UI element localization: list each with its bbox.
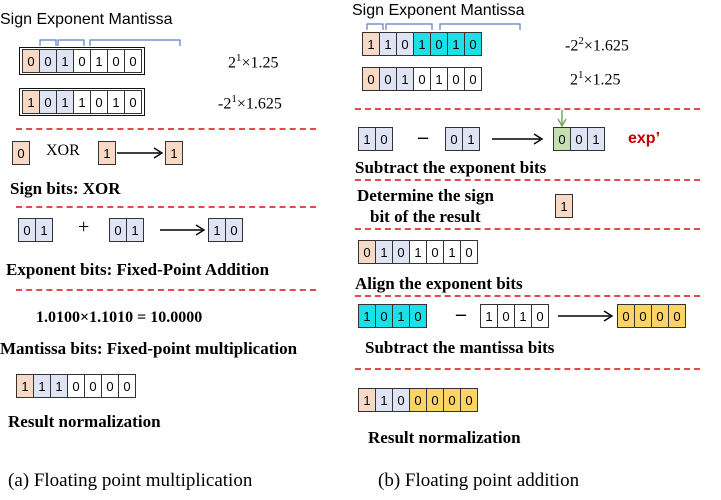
bit-cell: 0 xyxy=(634,304,652,328)
bit-cell: 0 xyxy=(460,240,478,264)
bit-cell: 0 xyxy=(124,49,142,73)
bit-cell: 0 xyxy=(124,90,142,114)
sign-bit-b: 1 xyxy=(98,141,116,165)
minus-operator: – xyxy=(456,303,466,325)
mantissa-bits-title: Mantissa bits: Fixed-point multiplicatio… xyxy=(0,339,298,358)
bit-cell: 0 xyxy=(225,218,243,242)
bit-cell: 0 xyxy=(443,388,461,412)
left-operand-b-bits: 1 0 1 1 0 1 0 xyxy=(19,88,145,116)
sign-title-line2: bit of the result xyxy=(370,207,481,226)
bit-cell: 0 xyxy=(651,304,669,328)
bit-cell: 1 xyxy=(587,127,605,151)
exponent-bits-title: Exponent bits: Fixed-Point Addition xyxy=(6,260,270,279)
left-operand-a-bits: 0 0 1 0 1 0 0 xyxy=(19,47,145,75)
bit-cell: 1 xyxy=(208,218,226,242)
bit-cell: 0 xyxy=(464,32,482,56)
mantissa-a-bits: 1 0 1 0 xyxy=(358,304,427,328)
mantissa-result-bits: 0 0 0 0 xyxy=(617,304,686,328)
bit-cell: 0 xyxy=(379,67,397,91)
exponent-bits-b: 0 1 xyxy=(109,218,144,242)
aligned-bits: 0 1 0 1 0 1 0 xyxy=(358,240,478,264)
right-operand-b-value: 21×1.25 xyxy=(570,69,621,89)
bit-cell: 0 xyxy=(39,49,57,73)
bit-cell: 0 xyxy=(460,388,478,412)
mantissa-equation: 1.0100×1.1010 = 10.0000 xyxy=(36,309,203,326)
bit-cell: 0 xyxy=(617,304,635,328)
bit-cell: 1 xyxy=(126,218,144,242)
left-operand-b-value: -21×1.625 xyxy=(218,93,282,113)
bit-cell: 0 xyxy=(375,127,393,151)
exponent-bits-a: 0 1 xyxy=(18,218,53,242)
sign-title-line1: Determine the sign xyxy=(357,186,494,205)
separator-line xyxy=(355,295,700,297)
bit-cell: 0 xyxy=(464,67,482,91)
subtract-exponent-title: Subtract the exponent bits xyxy=(355,158,547,177)
separator-line xyxy=(16,206,316,208)
xor-operator: XOR xyxy=(46,142,80,159)
separator-line xyxy=(16,289,316,291)
bit-cell: 0 xyxy=(392,388,410,412)
sign-bit-result: 1 xyxy=(165,141,183,165)
bit-cell: 0 xyxy=(668,304,686,328)
right-operand-a-value: -22×1.625 xyxy=(565,35,629,55)
separator-line xyxy=(355,179,700,181)
exp-prime-label: exp’ xyxy=(628,130,661,147)
right-result-bits: 1 1 0 0 0 0 0 xyxy=(358,388,478,412)
sign-bit-a: 0 xyxy=(12,141,30,165)
result-sign-bit: 1 xyxy=(555,194,573,218)
left-result-bits: 1 1 1 0 0 0 0 xyxy=(16,374,136,398)
caption-left: (a) Floating point multiplication xyxy=(8,470,253,491)
field-labels-left: Sign Exponent Mantissa xyxy=(0,11,173,28)
plus-operator: + xyxy=(78,216,90,238)
bit-cell: 0 xyxy=(22,49,40,73)
field-labels-right: Sign Exponent Mantissa xyxy=(352,2,525,19)
separator-line xyxy=(355,228,700,230)
separator-line xyxy=(355,368,700,370)
bit-cell: 0 xyxy=(118,374,136,398)
bit-cell: 1 xyxy=(358,388,376,412)
separator-line xyxy=(16,128,316,130)
subtract-exp-result: 0 0 1 xyxy=(553,127,605,151)
left-result-title: Result normalization xyxy=(8,412,161,431)
bit-cell: 0 xyxy=(409,388,427,412)
sign-bits-title: Sign bits: XOR xyxy=(10,179,121,198)
bit-cell: 0 xyxy=(362,67,380,91)
exponent-bits-result: 1 0 xyxy=(208,218,243,242)
bit-cell: 0 xyxy=(426,388,444,412)
caption-right: (b) Floating point addition xyxy=(378,470,580,491)
bit-cell: 0 xyxy=(531,304,549,328)
bit-cell: 1 xyxy=(462,127,480,151)
subtract-exp-b: 0 1 xyxy=(445,127,480,151)
minus-operator: – xyxy=(418,126,428,148)
bit-cell: 1 xyxy=(375,388,393,412)
right-operand-a-bits: 1 1 0 1 0 1 0 xyxy=(362,32,482,56)
mantissa-b-bits: 1 0 1 0 xyxy=(480,304,549,328)
separator-line xyxy=(355,108,700,110)
right-operand-b-bits: 0 0 1 0 1 0 0 xyxy=(362,67,482,91)
align-exponent-title: Align the exponent bits xyxy=(355,274,523,293)
right-result-title: Result normalization xyxy=(368,428,521,447)
bit-cell: 1 xyxy=(35,218,53,242)
left-operand-a-value: 21×1.25 xyxy=(228,52,279,72)
subtract-mantissa-title: Subtract the mantissa bits xyxy=(365,338,555,357)
subtract-exp-a: 1 0 xyxy=(358,127,393,151)
bit-cell: 0 xyxy=(409,304,427,328)
bit-cell: 1 xyxy=(22,90,40,114)
bit-cell: 0 xyxy=(39,90,57,114)
